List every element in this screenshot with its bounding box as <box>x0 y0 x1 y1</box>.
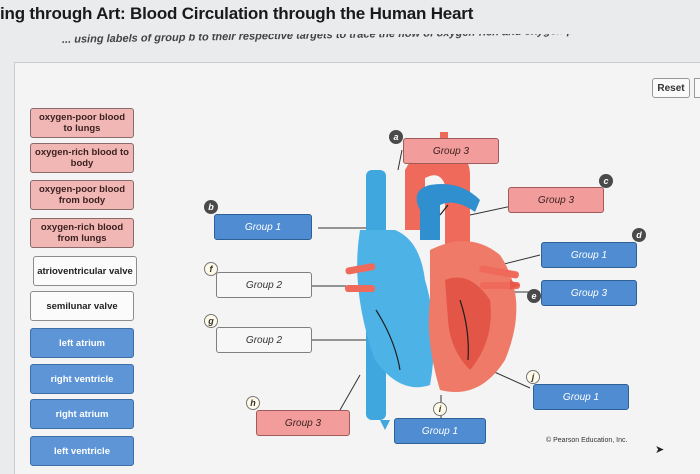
target-a[interactable]: Group 3 <box>403 138 499 164</box>
label-right-ventricle[interactable]: right ventricle <box>30 364 134 394</box>
mouse-cursor-icon: ➤ <box>655 444 665 456</box>
label-oxygen-poor-to-lungs[interactable]: oxygen-poor blood to lungs <box>30 108 134 138</box>
pulmonary-artery <box>416 184 480 240</box>
label-oxygen-rich-to-body[interactable]: oxygen-rich blood to body <box>30 143 134 173</box>
marker-j: j <box>526 370 540 384</box>
target-d[interactable]: Group 1 <box>541 242 637 268</box>
marker-c: c <box>599 174 613 188</box>
target-i[interactable]: Group 1 <box>394 418 486 444</box>
right-heart-chambers <box>357 230 434 388</box>
reset-button[interactable]: Reset <box>652 78 690 98</box>
copyright: © Pearson Education, Inc. <box>546 437 628 444</box>
label-atrioventricular-valve[interactable]: atrioventricular valve <box>33 256 137 286</box>
marker-f: f <box>204 262 218 276</box>
label-oxygen-rich-from-lungs[interactable]: oxygen-rich blood from lungs <box>30 218 134 248</box>
marker-g: g <box>204 314 218 328</box>
next-button-edge[interactable] <box>694 78 700 98</box>
target-h[interactable]: Group 3 <box>256 410 350 436</box>
label-semilunar-valve[interactable]: semilunar valve <box>30 291 134 321</box>
marker-h: h <box>246 396 260 410</box>
marker-d: d <box>632 228 646 242</box>
label-right-atrium[interactable]: right atrium <box>30 399 134 429</box>
target-g[interactable]: Group 2 <box>216 327 312 353</box>
label-left-ventricle[interactable]: left ventricle <box>30 436 134 466</box>
target-e[interactable]: Group 3 <box>541 280 637 306</box>
label-left-atrium[interactable]: left atrium <box>30 328 134 358</box>
page-title: ing through Art: Blood Circulation throu… <box>0 4 474 23</box>
marker-b: b <box>204 200 218 214</box>
target-c[interactable]: Group 3 <box>508 187 604 213</box>
target-f[interactable]: Group 2 <box>216 272 312 298</box>
marker-a: a <box>389 130 403 144</box>
target-b[interactable]: Group 1 <box>214 214 312 240</box>
label-oxygen-poor-from-body[interactable]: oxygen-poor blood from body <box>30 180 134 210</box>
target-j[interactable]: Group 1 <box>533 384 629 410</box>
marker-i: i <box>433 402 447 416</box>
marker-e: e <box>527 289 541 303</box>
